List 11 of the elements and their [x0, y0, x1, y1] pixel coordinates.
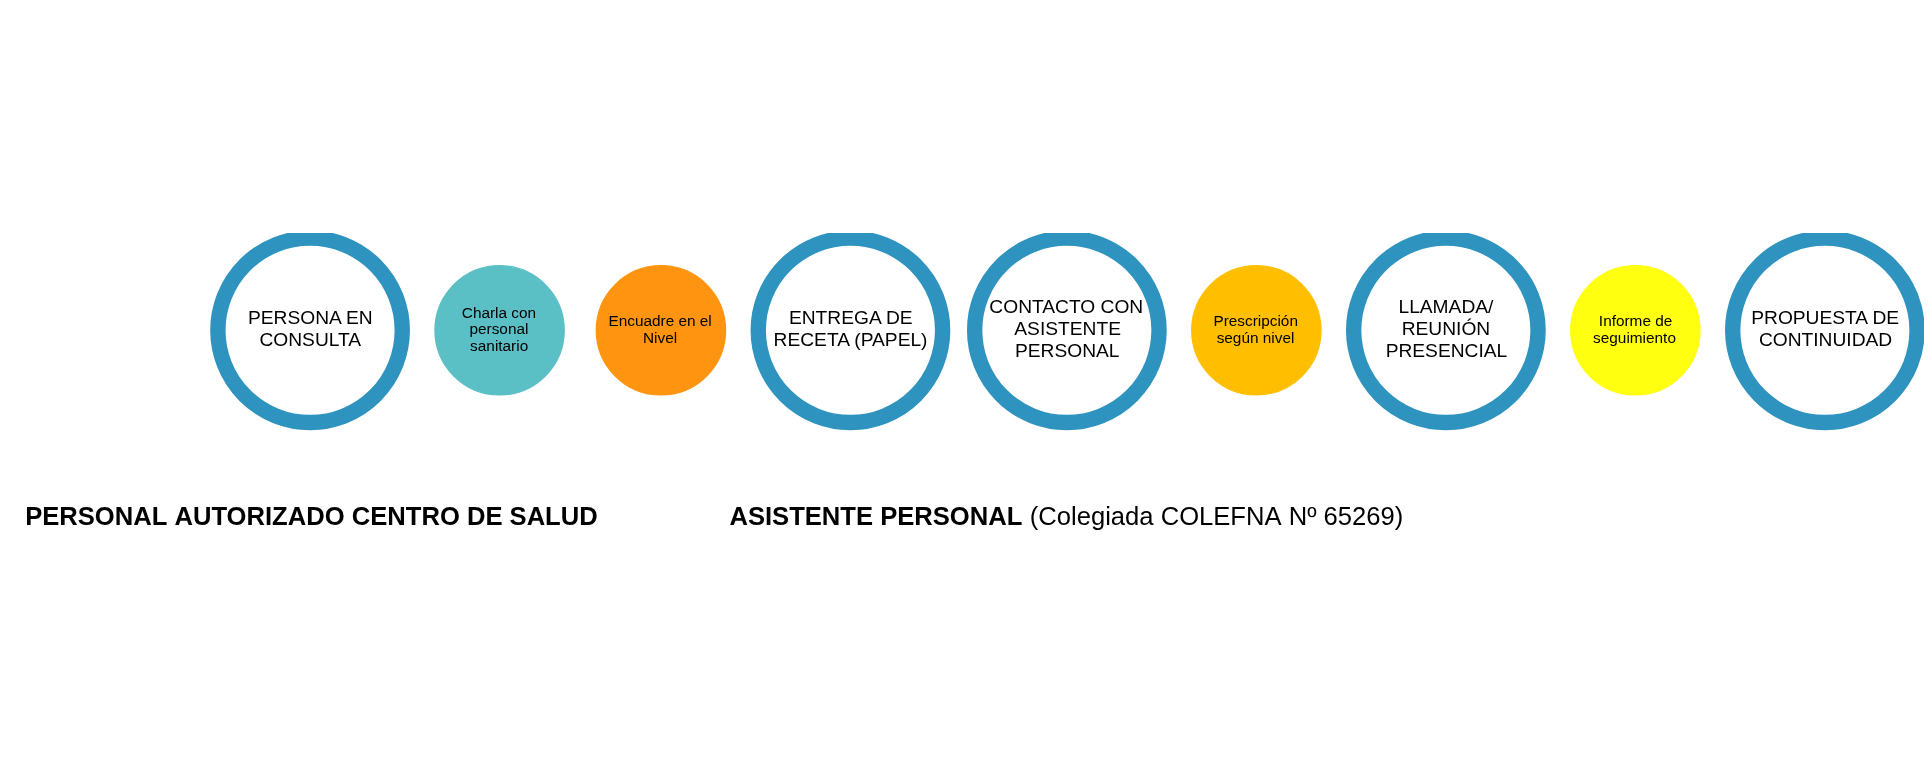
label: ASISTENTE PERSONAL (Colegiada COLEFNA Nº 65269)	[729, 501, 1404, 530]
node-circle: ENTREGA DE RECETA (PAPEL)	[750, 232, 951, 430]
node-circle: Charla con personal sanitario	[434, 264, 565, 396]
node-circle: Prescripción según nivel	[1191, 264, 1322, 396]
node-circle: PROPUESTA DE CONTINUIDAD	[1725, 232, 1924, 430]
node-circle: Encuadre en el Nivel	[595, 264, 727, 396]
node-circle: Informe de seguimiento	[1570, 264, 1701, 396]
label: PERSONAL AUTORIZADO CENTRO DE SALUD	[25, 501, 598, 530]
node-circle: CONTACTO CON ASISTENTE PERSONAL	[966, 232, 1167, 430]
node-circle: PERSONA EN CONSULTA	[210, 232, 410, 430]
node-circle: LLAMADA/ REUNIÓN PRESENCIAL	[1346, 232, 1546, 430]
